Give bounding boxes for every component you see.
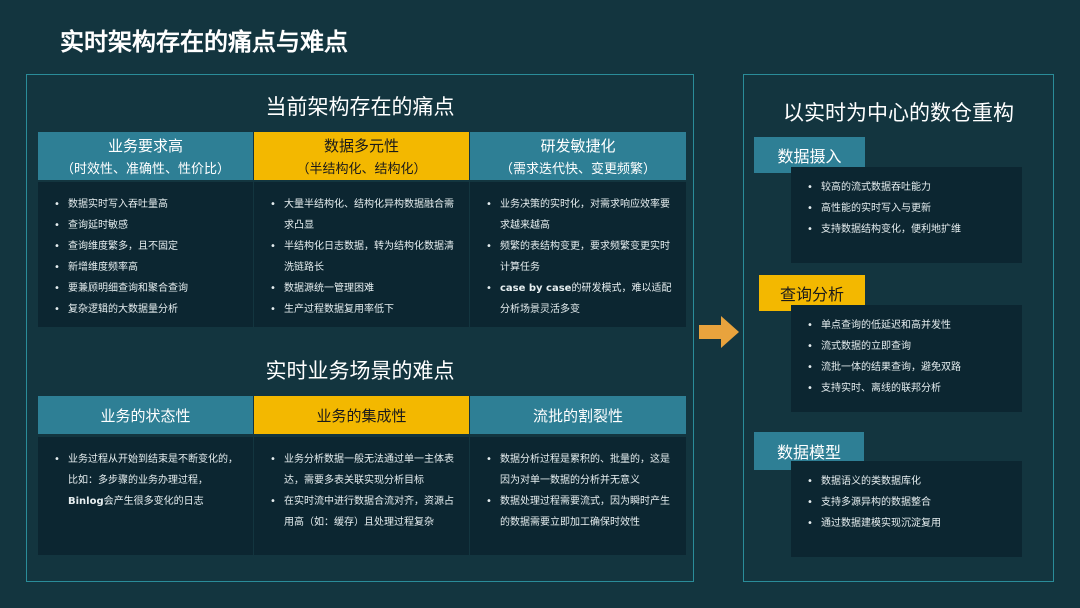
group-body-data-model: 数据语义的类数据库化 支持多源异构的数据整合 通过数据建模实现沉淀复用 [791,461,1022,557]
list-item: 数据处理过程需要流式，因为瞬时产生的数据需要立即加工确保时效性 [484,491,674,533]
list-item: 流式数据的立即查询 [807,336,1012,357]
list-item: 流批一体的结果查询，避免双路 [807,357,1012,378]
right-panel: 以实时为中心的数仓重构 数据摄入 较高的流式数据吞吐能力 高性能的实时写入与更新… [743,74,1054,582]
column-body-business-requirements: 数据实时写入吞吐量高 查询延时敏感 查询维度繁多，且不固定 新增维度频率高 要兼… [38,182,253,327]
list-item: 查询维度繁多，且不固定 [52,236,241,257]
column-subtitle: （时效性、准确性、性价比） [60,162,230,177]
column-header-agile-development: 研发敏捷化 （需求迭代快、变更频繁） [470,132,686,180]
list-item: 数据分析过程是累积的、批量的，这是因为对单一数据的分析并无意义 [484,449,674,491]
list-item: 业务过程从开始到结束是不断变化的，比如：多步骤的业务办理过程， Binlog会产生… [52,449,241,512]
bold-prefix: Binlog [68,496,104,507]
column-header-stream-batch-split: 流批的割裂性 [470,396,686,434]
list-item: 频繁的表结构变更，要求频繁变更实时计算任务 [484,236,674,278]
column-header-data-diversity: 数据多元性 （半结构化、结构化） [254,132,469,180]
list-item: 要兼顾明细查询和聚合查询 [52,278,241,299]
column-title: 业务的集成性 [316,406,407,425]
column-body-data-diversity: 大量半结构化、结构化异构数据融合需求凸显 半结构化日志数据，转为结构化数据清洗链… [254,182,469,327]
list-item: 业务分析数据一般无法通过单一主体表达，需要多表关联实现分析目标 [268,449,457,491]
column-title: 业务要求高 [107,137,183,155]
right-panel-title: 以实时为中心的数仓重构 [783,101,1014,125]
column-body-agile-development: 业务决策的实时化，对需求响应效率要求越来越高 频繁的表结构变更，要求频繁变更实时… [470,182,686,327]
list-item: 支持多源异构的数据整合 [807,492,1012,513]
list-item: 通过数据建模实现沉淀复用 [807,513,1012,534]
column-header-integration: 业务的集成性 [254,396,469,434]
list-item: 数据实时写入吞吐量高 [52,194,241,215]
list-item-text: 的研发模式，难以适配分析场景灵活多变 [500,283,672,315]
list-item: 高性能的实时写入与更新 [807,198,1012,219]
bold-prefix: case by case [500,283,572,294]
list-item: 半结构化日志数据，转为结构化数据清洗链路长 [268,236,457,278]
column-title: 研发敏捷化 [540,137,616,155]
list-item: 生产过程数据复用率低下 [268,299,457,320]
list-item-suffix: 会产生很多变化的日志 [103,496,204,507]
list-item: 业务决策的实时化，对需求响应效率要求越来越高 [484,194,674,236]
column-subtitle: （需求迭代快、变更频繁） [499,162,656,177]
list-item: 新增维度频率高 [52,257,241,278]
column-title: 业务的状态性 [100,406,191,425]
list-item: 支持实时、离线的联邦分析 [807,378,1012,399]
list-item: 查询延时敏感 [52,215,241,236]
column-header-statefulness: 业务的状态性 [38,396,253,434]
column-title: 数据多元性 [323,137,399,155]
list-item: 单点查询的低延迟和高并发性 [807,315,1012,336]
column-subtitle: （半结构化、结构化） [296,162,427,177]
list-item: case by case的研发模式，难以适配分析场景灵活多变 [484,278,674,320]
list-item: 支持数据结构变化，便利地扩维 [807,219,1012,240]
group-body-data-ingestion: 较高的流式数据吞吐能力 高性能的实时写入与更新 支持数据结构变化，便利地扩维 [791,167,1022,263]
list-item-text: 业务过程从开始到结束是不断变化的，比如：多步骤的业务办理过程， [68,454,238,486]
page-title: 实时架构存在的痛点与难点 [60,28,348,56]
right-arrow-icon [699,316,739,348]
list-item: 复杂逻辑的大数据量分析 [52,299,241,320]
list-item: 数据源统一管理困难 [268,278,457,299]
list-item: 较高的流式数据吞吐能力 [807,177,1012,198]
list-item: 数据语义的类数据库化 [807,471,1012,492]
section2-title: 实时业务场景的难点 [265,359,455,383]
list-item: 在实时流中进行数据合流对齐，资源占用高（如：缓存）且处理过程复杂 [268,491,457,533]
left-panel: 当前架构存在的痛点 业务要求高 （时效性、准确性、性价比） 数据多元性 （半结构… [26,74,694,582]
column-title: 流批的割裂性 [532,406,623,425]
column-body-integration: 业务分析数据一般无法通过单一主体表达，需要多表关联实现分析目标 在实时流中进行数… [254,437,469,555]
tag-query-analysis: 查询分析 [759,275,865,311]
column-body-statefulness: 业务过程从开始到结束是不断变化的，比如：多步骤的业务办理过程， Binlog会产生… [38,437,253,555]
section1-title: 当前架构存在的痛点 [265,95,455,119]
column-header-business-requirements: 业务要求高 （时效性、准确性、性价比） [38,132,253,180]
column-body-stream-batch-split: 数据分析过程是累积的、批量的，这是因为对单一数据的分析并无意义 数据处理过程需要… [470,437,686,555]
list-item: 大量半结构化、结构化异构数据融合需求凸显 [268,194,457,236]
group-body-query-analysis: 单点查询的低延迟和高并发性 流式数据的立即查询 流批一体的结果查询，避免双路 支… [791,305,1022,412]
